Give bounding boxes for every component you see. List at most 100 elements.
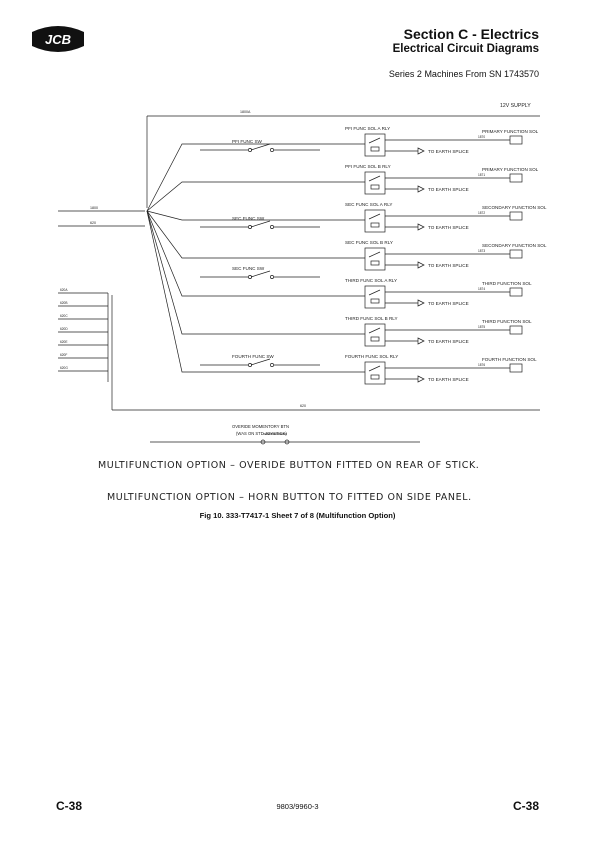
earth-arrow-icon bbox=[417, 337, 425, 345]
left-block-wire-label: 620C bbox=[60, 314, 68, 318]
switch-label: SEC FUNC SW bbox=[232, 216, 265, 221]
relay-box bbox=[364, 247, 386, 271]
switch-4: FOURTH FUNC SW bbox=[200, 354, 320, 367]
relay-output-wire-label: 1872 bbox=[478, 211, 485, 215]
solenoid-label: FOURTH FUNCTION SOL bbox=[482, 357, 537, 362]
switch-label: SEC FUNC SW bbox=[232, 266, 265, 271]
page-number-left: C-38 bbox=[56, 799, 83, 813]
relay-label: PFI FUNC SOL A RLY bbox=[345, 126, 390, 131]
override-label-1: OVERIDE MOMENTORY BTN bbox=[232, 424, 289, 429]
solenoid-coil bbox=[509, 135, 523, 145]
relay-label: THIRD FUNC SOL B RLY bbox=[345, 316, 398, 321]
relay-output-wire-label: 1871 bbox=[478, 173, 485, 177]
relay-label: PFI FUNC SOL B RLY bbox=[345, 164, 391, 169]
left-wire-label-2: 620 bbox=[90, 221, 96, 225]
earth-arrow-icon bbox=[417, 223, 425, 231]
solenoid-label: THIRD FUNCTION SOL bbox=[482, 319, 532, 324]
relay-coil bbox=[370, 146, 380, 152]
section-subtitle: Electrical Circuit Diagrams bbox=[392, 43, 539, 55]
relay-feed-wire-6 bbox=[146, 210, 365, 335]
relay-box bbox=[364, 323, 386, 347]
relay-coil bbox=[370, 222, 380, 228]
left-block-wire-label: 620A bbox=[60, 288, 68, 292]
relay-output-wire-label: 1870 bbox=[478, 135, 485, 139]
relay-box bbox=[364, 133, 386, 157]
earth-arrow-icon bbox=[417, 185, 425, 193]
relay-contact bbox=[368, 289, 381, 296]
relay-coil bbox=[370, 336, 380, 342]
earth-arrow-icon bbox=[417, 299, 425, 307]
relay-box bbox=[364, 209, 386, 233]
relay-coil bbox=[370, 374, 380, 380]
earth-splice-label: TO EARTH SPLICE bbox=[428, 149, 469, 154]
switch-lever bbox=[250, 143, 271, 151]
switch-label: FOURTH FUNC SW bbox=[232, 354, 274, 359]
solenoid-label: SECONDARY FUNCTION SOL bbox=[482, 205, 547, 210]
relay-feed-wire-5 bbox=[146, 210, 365, 297]
solenoid-coil bbox=[509, 211, 523, 221]
relay-label: SEC FUNC SOL B RLY bbox=[345, 240, 393, 245]
switch-terminal bbox=[270, 148, 274, 152]
relay-output-wire-label: 1873 bbox=[478, 249, 485, 253]
left-wire-label-1: 1800 bbox=[90, 206, 98, 210]
supply-label: 12V SUPPLY bbox=[500, 103, 531, 109]
solenoid-coil bbox=[509, 363, 523, 373]
earth-splice-label: TO EARTH SPLICE bbox=[428, 225, 469, 230]
solenoid-coil bbox=[509, 249, 523, 259]
left-block-wire-label: 620G bbox=[60, 366, 68, 370]
series-note: Series 2 Machines From SN 1743570 bbox=[388, 69, 539, 79]
relay-feed-wire-1 bbox=[146, 143, 365, 212]
relay-contact bbox=[368, 213, 381, 220]
switch-lever bbox=[250, 270, 271, 278]
earth-splice-label: TO EARTH SPLICE bbox=[428, 339, 469, 344]
relay-box bbox=[364, 285, 386, 309]
left-block-wire-label: 620E bbox=[60, 340, 67, 344]
relay-feed-wire-7 bbox=[146, 210, 365, 373]
relay-feed-wire-2 bbox=[146, 181, 365, 212]
relay-output-wire-label: 1875 bbox=[478, 325, 485, 329]
earth-arrow-icon bbox=[417, 261, 425, 269]
relay-label: THIRD FUNC SOL A RLY bbox=[345, 278, 397, 283]
relay-coil bbox=[370, 298, 380, 304]
relay-coil bbox=[370, 260, 380, 266]
switch-1: PFI FUNC SW bbox=[200, 139, 320, 152]
switch-lever bbox=[250, 358, 271, 366]
earth-arrow-icon bbox=[417, 147, 425, 155]
relay-label: FOURTH FUNC SOL RLY bbox=[345, 354, 398, 359]
switch-terminal bbox=[270, 275, 274, 279]
document-number: 9803/9960-3 bbox=[276, 802, 319, 811]
override-label-2: (WAS ON STD JOYSTICK) bbox=[236, 431, 287, 436]
relay-contact bbox=[368, 327, 381, 334]
supply-wire-label: 1800A bbox=[240, 110, 251, 114]
earth-splice-label: TO EARTH SPLICE bbox=[428, 263, 469, 268]
relay-feed-wire-3 bbox=[146, 210, 365, 221]
switch-lever bbox=[250, 220, 271, 228]
relay-contact bbox=[368, 137, 381, 144]
relay-contact bbox=[368, 175, 381, 182]
relay-output-wire-label: 1876 bbox=[478, 363, 485, 367]
figure-caption: Fig 10. 333-T7417-1 Sheet 7 of 8 (Multif… bbox=[199, 511, 396, 520]
left-block-wire-label: 620F bbox=[60, 353, 67, 357]
switch-2: SEC FUNC SW bbox=[200, 216, 320, 229]
solenoid-label: SECONDARY FUNCTION SOL bbox=[482, 243, 547, 248]
page-number-right: C-38 bbox=[512, 799, 539, 813]
left-block-wire-label: 620B bbox=[60, 301, 67, 305]
relay-box bbox=[364, 361, 386, 385]
relay-coil bbox=[370, 184, 380, 190]
relay-label: SEC FUNC SOL A RLY bbox=[345, 202, 392, 207]
section-title: Section C - Electrics bbox=[403, 26, 539, 42]
switch-label: PFI FUNC SW bbox=[232, 139, 263, 144]
solenoid-coil bbox=[509, 325, 523, 335]
earth-splice-label: TO EARTH SPLICE bbox=[428, 377, 469, 382]
earth-arrow-icon bbox=[417, 375, 425, 383]
horn-button-note: MULTIFUNCTION OPTION – HORN BUTTON TO FI… bbox=[107, 492, 472, 503]
logo-text: JCB bbox=[45, 32, 71, 47]
earth-splice-label: TO EARTH SPLICE bbox=[428, 301, 469, 306]
